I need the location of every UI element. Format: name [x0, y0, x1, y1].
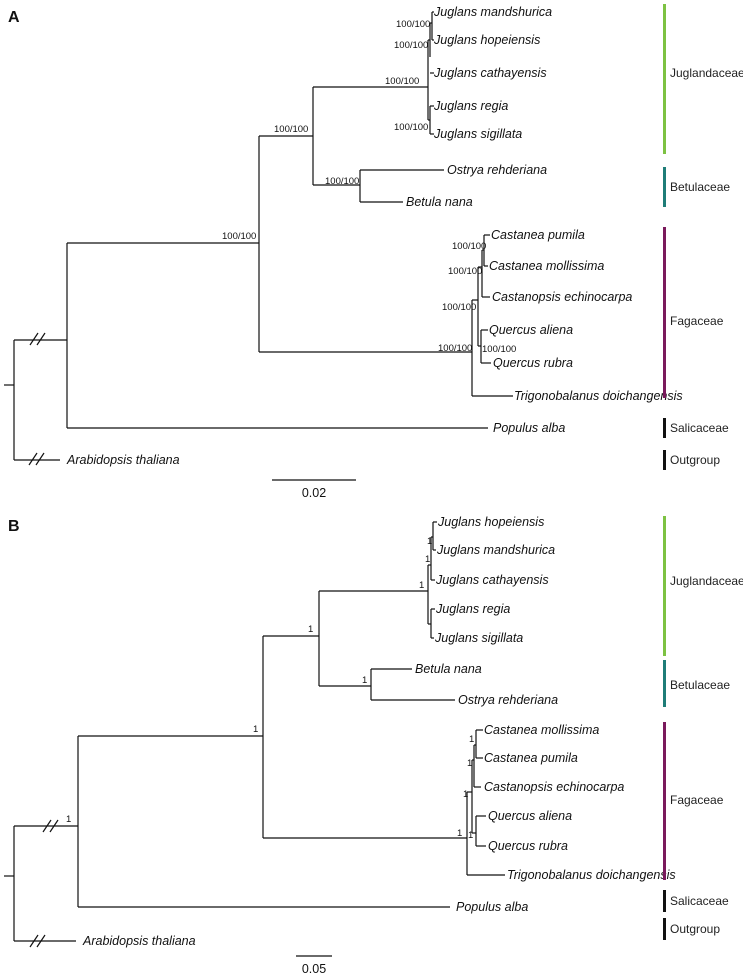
support-value: 100/100 — [396, 19, 430, 30]
support-value: 100/100 — [448, 266, 482, 277]
support-value: 100/100 — [394, 122, 428, 133]
break-mark — [29, 332, 46, 346]
family-label: Salicaceae — [670, 894, 729, 908]
scale-label: 0.05 — [302, 962, 326, 976]
taxon-label: Juglans sigillata — [434, 631, 523, 645]
salicaceae-bar — [663, 890, 666, 912]
panel-a: A Arabidopsis thaliana Populus alba 100/… — [4, 4, 743, 500]
taxon-label: Ostrya rehderiana — [458, 693, 558, 707]
support-value: 100/100 — [385, 76, 419, 87]
family-label: Outgroup — [670, 922, 720, 936]
taxon-label: Castanea mollissima — [489, 259, 604, 273]
support-value: 100/100 — [222, 231, 256, 242]
taxon-label: Castanopsis echinocarpa — [492, 290, 632, 304]
family-label: Betulaceae — [670, 180, 730, 194]
taxon-label: Quercus rubra — [488, 839, 568, 853]
taxon-label: Trigonobalanus doichangensis — [514, 389, 683, 403]
juglandaceae-bar — [663, 516, 666, 656]
support-value: 100/100 — [452, 241, 486, 252]
family-label: Betulaceae — [670, 678, 730, 692]
betulaceae-bar — [663, 660, 666, 707]
support-value: 100/100 — [482, 344, 516, 355]
juglandaceae-bar — [663, 4, 666, 154]
taxon-label: Castanopsis echinocarpa — [484, 780, 624, 794]
taxon-label: Juglans sigillata — [433, 127, 522, 141]
taxon-label: Populus alba — [493, 421, 565, 435]
taxon-label: Castanea pumila — [491, 228, 585, 242]
taxon-label: Castanea mollissima — [484, 723, 599, 737]
scale-label: 0.02 — [302, 486, 326, 500]
taxon-label: Juglans cathayensis — [435, 573, 549, 587]
panel-b-label: B — [8, 518, 20, 535]
break-mark — [42, 819, 59, 833]
taxon-label: Populus alba — [456, 900, 528, 914]
break-mark — [28, 452, 45, 466]
taxon-label: Betula nana — [415, 662, 482, 676]
taxon-label: Arabidopsis thaliana — [66, 453, 180, 467]
family-label: Juglandaceae — [670, 66, 743, 80]
support-value: 100/100 — [274, 124, 308, 135]
break-mark — [29, 934, 46, 948]
support-value: 1 — [427, 536, 432, 547]
taxon-label: Quercus aliena — [489, 323, 573, 337]
support-value: 1 — [425, 554, 430, 565]
taxon-label: Juglans mandshurica — [433, 5, 552, 19]
taxon-label: Trigonobalanus doichangensis — [507, 868, 676, 882]
taxon-label: Ostrya rehderiana — [447, 163, 547, 177]
family-label: Fagaceae — [670, 793, 724, 807]
support-value: 100/100 — [325, 176, 359, 187]
fagaceae-bar — [663, 227, 666, 398]
taxon-label: Juglans cathayensis — [433, 66, 547, 80]
taxon-label: Juglans hopeiensis — [437, 515, 544, 529]
family-label: Fagaceae — [670, 314, 724, 328]
outgroup-bar — [663, 450, 666, 470]
support-value: 1 — [463, 789, 468, 800]
salicaceae-bar — [663, 418, 666, 438]
support-value: 1 — [419, 580, 424, 591]
support-value: 100/100 — [438, 343, 472, 354]
betulaceae-bar — [663, 167, 666, 207]
outgroup-bar — [663, 918, 666, 940]
support-value: 1 — [66, 814, 71, 825]
family-label: Salicaceae — [670, 421, 729, 435]
taxon-label: Castanea pumila — [484, 751, 578, 765]
taxon-label: Juglans regia — [433, 99, 508, 113]
taxon-label: Betula nana — [406, 195, 473, 209]
support-value: 1 — [308, 624, 313, 635]
taxon-label: Arabidopsis thaliana — [82, 934, 196, 948]
taxon-label: Quercus aliena — [488, 809, 572, 823]
support-value: 1 — [457, 828, 462, 839]
support-value: 1 — [467, 758, 472, 769]
taxon-label: Quercus rubra — [493, 356, 573, 370]
support-value: 1 — [468, 830, 473, 841]
support-value: 100/100 — [442, 302, 476, 313]
support-value: 1 — [362, 675, 367, 686]
taxon-label: Juglans mandshurica — [436, 543, 555, 557]
support-value: 1 — [253, 724, 258, 735]
fagaceae-bar — [663, 722, 666, 880]
taxon-label: Juglans regia — [435, 602, 510, 616]
support-value: 1 — [469, 734, 474, 745]
support-value: 100/100 — [394, 40, 428, 51]
taxon-label: Juglans hopeiensis — [433, 33, 540, 47]
panel-a-label: A — [8, 9, 20, 26]
family-label: Outgroup — [670, 453, 720, 467]
family-label: Juglandaceae — [670, 574, 743, 588]
panel-b: B 1 Arabidopsis thaliana Populus alba 1 … — [4, 515, 743, 976]
